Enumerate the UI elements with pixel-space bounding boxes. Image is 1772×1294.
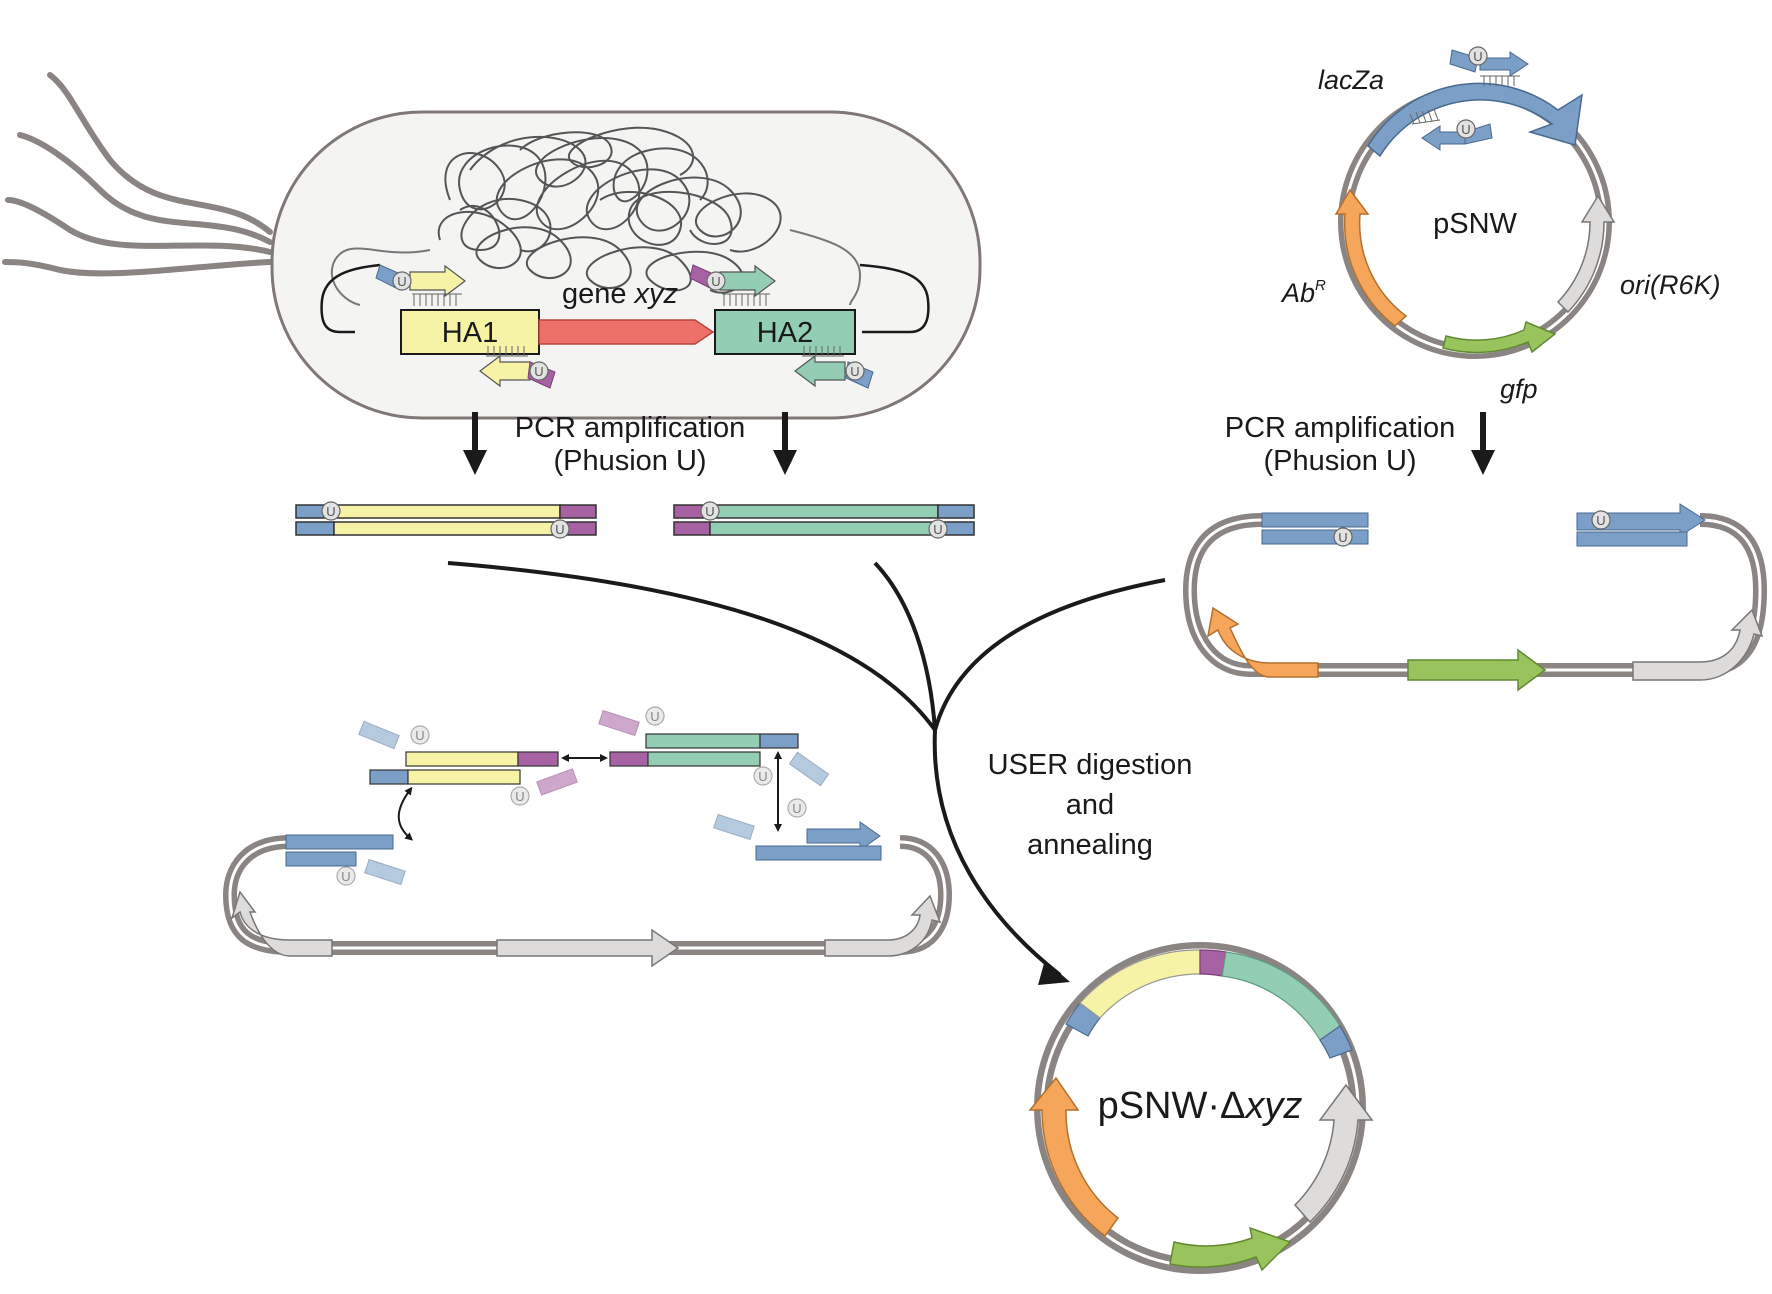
linear-ori	[1632, 608, 1764, 681]
user-label-line2: and	[1066, 789, 1114, 821]
abr-main: Ab	[1280, 278, 1315, 308]
uracil-label: U	[792, 801, 801, 816]
ha1-box	[400, 309, 540, 355]
uracil-label: U	[341, 869, 350, 884]
abr-label: AbR	[1280, 277, 1326, 308]
lacz-primer-reverse	[1421, 125, 1466, 151]
uracil-label: U	[758, 769, 767, 784]
user-label-line3: annealing	[1027, 829, 1153, 861]
final-gfp	[1169, 1226, 1292, 1272]
pcr-label-left-line2: (Phusion U)	[553, 445, 706, 477]
psnw-plasmid: U U pSNW lacZa AbR ori(R6K) gfp	[1280, 46, 1721, 404]
pcr-label-right-line1: PCR amplification	[1225, 412, 1455, 444]
final-ori	[1293, 1083, 1374, 1224]
pcr-label-right-line2: (Phusion U)	[1263, 445, 1416, 477]
uracil-label: U	[515, 789, 524, 804]
linear-abr	[1206, 606, 1319, 678]
converging-lines	[447, 561, 1166, 977]
gene-name: xyz	[633, 278, 679, 310]
linear-gfp	[1407, 648, 1547, 692]
pcr-product-ha1	[295, 504, 597, 536]
abr-segment	[1334, 188, 1408, 327]
uracil-label: U	[415, 728, 424, 743]
annealing-arrows	[397, 751, 782, 841]
final-plasmid: pSNW·Δxyz	[1028, 942, 1374, 1274]
gene-prefix: gene	[562, 278, 635, 310]
uracil-label: U	[850, 364, 859, 379]
uracil-label: U	[534, 364, 543, 379]
nucleoid	[330, 126, 862, 306]
lacz-primer-forward	[1479, 51, 1529, 77]
uracil-label: U	[1473, 49, 1482, 64]
ha2-box	[714, 309, 856, 355]
uracil-label: U	[555, 522, 564, 537]
uracil-beads-linear: U U	[1333, 510, 1611, 547]
uracil-beads-free: U U U U U U	[336, 706, 807, 886]
abr-sup: R	[1315, 277, 1326, 294]
uracil-label: U	[933, 522, 942, 537]
annealing-intermediate: U U U U U U	[222, 706, 953, 968]
uracil-label: U	[1596, 513, 1605, 528]
ha2-label: HA2	[757, 317, 813, 349]
uracil-label: U	[1338, 530, 1347, 545]
user-label-line1: USER digestion	[988, 749, 1193, 781]
gene-xyz-label: gene xyz	[562, 278, 679, 310]
uracil-label: U	[397, 274, 406, 289]
final-abr	[1028, 1076, 1120, 1238]
ori-segment	[1556, 194, 1616, 314]
pcr-arrows-left	[470, 412, 790, 460]
uracil-label: U	[326, 504, 335, 519]
psnw-label: pSNW	[1433, 208, 1517, 240]
assembly-arrowhead	[1038, 960, 1070, 985]
ori-label: ori(R6K)	[1620, 270, 1721, 300]
pcr-label-left-line1: PCR amplification	[515, 412, 745, 444]
lacz-segment	[1367, 82, 1583, 158]
pcr-product-ha2	[673, 504, 975, 536]
flagella	[2, 72, 273, 277]
gfp-segment	[1442, 320, 1557, 354]
bacterium: HA1 gene xyz HA2 U U	[2, 72, 982, 420]
linearized-vector: U U	[1182, 503, 1768, 692]
chromosome-line	[320, 263, 381, 334]
uracil-beads-products: U U U U	[321, 501, 948, 539]
uracil-beads-plasmid: U U	[1456, 46, 1488, 139]
gfp-label: gfp	[1500, 374, 1538, 404]
final-prefix: pSNW·Δ	[1098, 1085, 1246, 1127]
uracil-label: U	[711, 274, 720, 289]
final-tag-right	[1319, 1025, 1353, 1059]
uracil-label: U	[705, 504, 714, 519]
gene-xyz-arrow	[538, 319, 715, 345]
lacz-label: lacZa	[1318, 65, 1384, 95]
final-italic: xyz	[1243, 1085, 1302, 1127]
ha1-label: HA1	[442, 317, 498, 349]
final-plasmid-label: pSNW·Δxyz	[1098, 1085, 1303, 1127]
uracil-label: U	[1461, 122, 1470, 137]
uracil-beads-genomic: U U U U	[392, 271, 865, 381]
uracil-label: U	[650, 709, 659, 724]
